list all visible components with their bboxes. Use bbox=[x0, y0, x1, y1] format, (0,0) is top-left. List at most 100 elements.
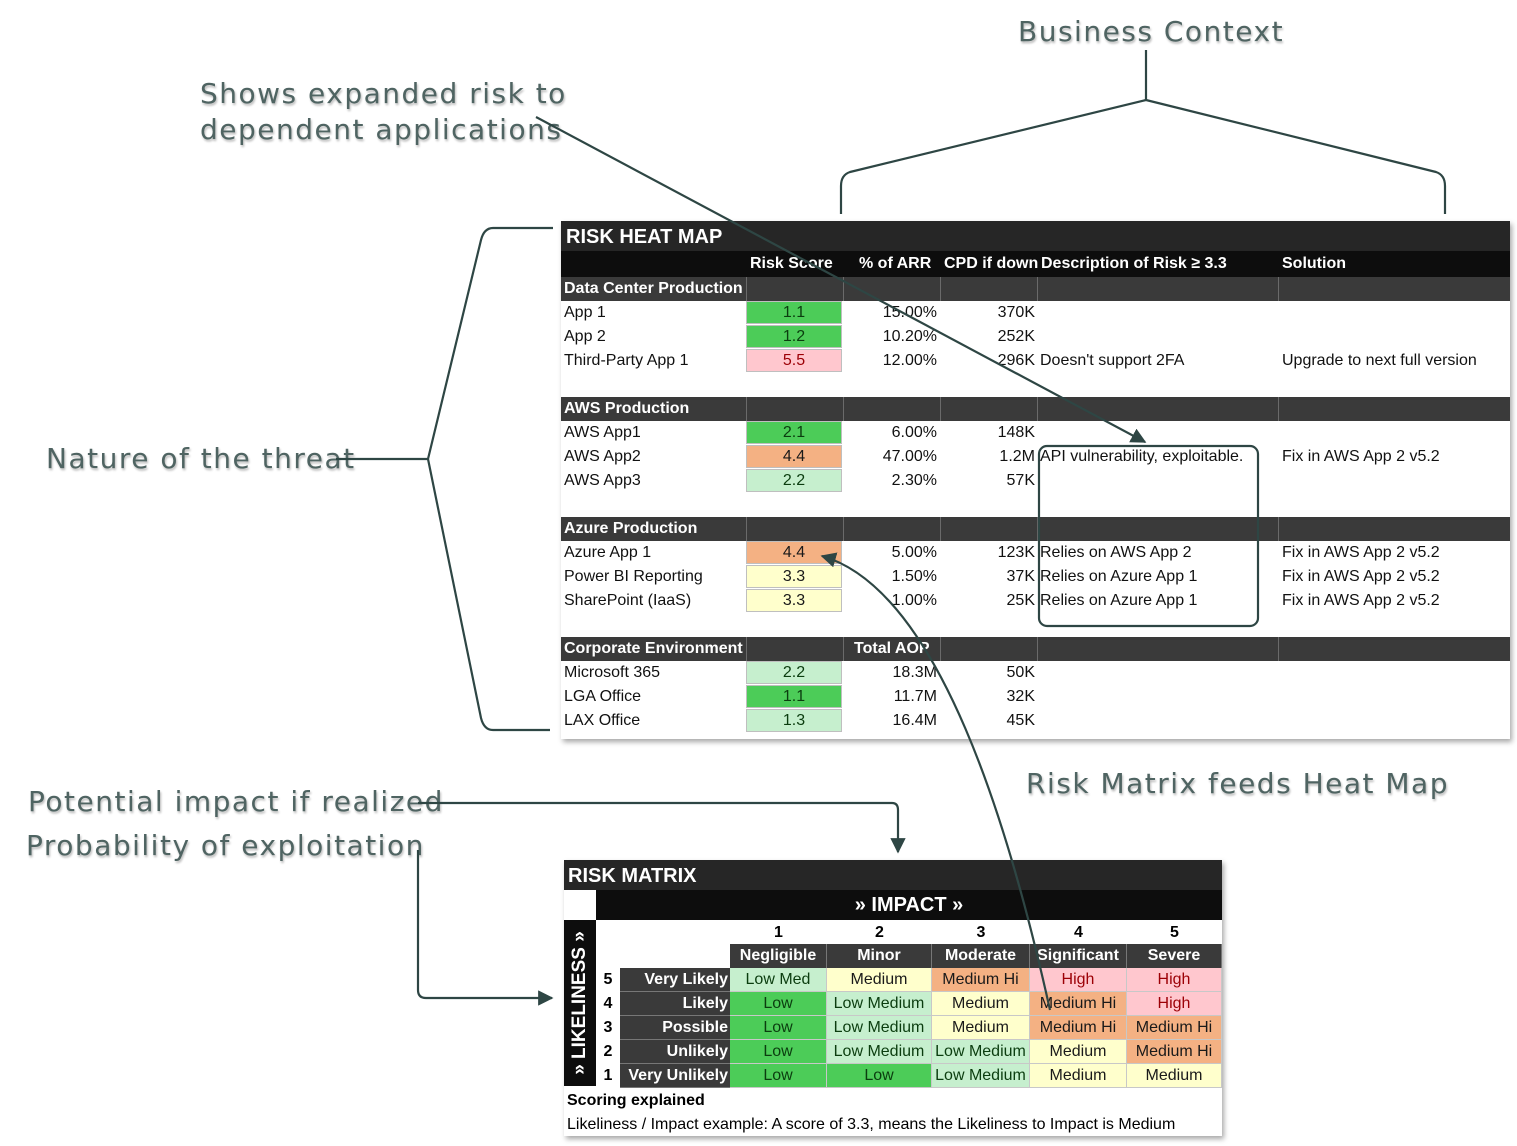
solution-text: Fix in AWS App 2 v5.2 bbox=[1282, 568, 1440, 585]
matrix-cell: Medium bbox=[1030, 1040, 1127, 1064]
app-name: App 2 bbox=[564, 328, 606, 345]
section-divider bbox=[843, 637, 844, 661]
impact-number: 4 bbox=[1074, 924, 1083, 941]
matrix-cell: Low bbox=[730, 1016, 827, 1040]
section-divider bbox=[940, 397, 941, 421]
heat-map-title: RISK HEAT MAP bbox=[561, 221, 1510, 251]
risk-score-cell: 2.2 bbox=[746, 469, 842, 492]
app-name: App 1 bbox=[564, 304, 606, 321]
section-divider bbox=[746, 277, 747, 301]
impact-number: 3 bbox=[976, 924, 986, 941]
app-name: LGA Office bbox=[564, 688, 642, 705]
cpd-value: 57K bbox=[1006, 472, 1035, 489]
arr-value: 10.20% bbox=[882, 328, 937, 345]
cpd-value: 45K bbox=[1006, 712, 1035, 729]
impact-number: 5 bbox=[1170, 924, 1179, 941]
impact-number: 1 bbox=[774, 924, 783, 941]
risk-score-cell: 1.1 bbox=[746, 685, 842, 708]
likeliness-number: 5 bbox=[603, 971, 613, 988]
section-divider bbox=[746, 517, 747, 541]
potential-impact-arrow bbox=[418, 801, 906, 854]
risk-description: Relies on Azure App 1 bbox=[1040, 592, 1198, 609]
matrix-cell: Medium bbox=[1030, 1064, 1127, 1088]
impact-level-header: Severe bbox=[1127, 944, 1222, 968]
app-name: Third-Party App 1 bbox=[564, 352, 689, 369]
cpd-value: 32K bbox=[1006, 688, 1035, 705]
app-name: SharePoint (IaaS) bbox=[564, 592, 692, 609]
risk-score-cell: 1.2 bbox=[746, 325, 842, 348]
cpd-value: 1.2M bbox=[999, 448, 1035, 465]
matrix-cell: Medium Hi bbox=[1127, 1016, 1222, 1040]
risk-score-cell: 1.1 bbox=[746, 301, 842, 324]
risk-description: API vulnerability, exploitable. bbox=[1040, 448, 1244, 465]
likeliness-axis-bar: » LIKELINESS » bbox=[564, 920, 596, 1086]
risk-score-cell: 4.4 bbox=[746, 541, 842, 564]
risk-score-cell: 2.2 bbox=[746, 661, 842, 684]
cpd-value: 37K bbox=[1006, 568, 1035, 585]
arr-value: 2.30% bbox=[891, 472, 937, 489]
arr-value: 1.00% bbox=[891, 592, 937, 609]
likeliness-level-header: Unlikely bbox=[620, 1040, 730, 1064]
table-row: LGA Office 1.1 11.7M 32K bbox=[561, 685, 1510, 709]
risk-score-cell: 3.3 bbox=[746, 565, 842, 588]
section-divider bbox=[1278, 517, 1279, 541]
section-header: Data Center Production bbox=[561, 277, 1510, 301]
section-divider bbox=[1037, 517, 1038, 541]
nature-of-threat-label: Nature of the threat bbox=[46, 442, 356, 475]
section-divider bbox=[1037, 277, 1038, 301]
arr-value: 11.7M bbox=[893, 688, 937, 705]
business-context-brace bbox=[839, 50, 1447, 214]
risk-matrix-title: RISK MATRIX bbox=[564, 860, 1222, 890]
header-description: Description of Risk ≥ 3.3 bbox=[1041, 255, 1227, 272]
cpd-value: 50K bbox=[1006, 664, 1035, 681]
matrix-cell: Medium Hi bbox=[1030, 1016, 1127, 1040]
matrix-cell: Low bbox=[827, 1064, 932, 1088]
matrix-cell: Low Medium bbox=[932, 1040, 1030, 1064]
section-divider bbox=[843, 517, 844, 541]
section-divider bbox=[1278, 637, 1279, 661]
likeliness-level-header: Very Unlikely bbox=[620, 1064, 730, 1088]
solution-text: Fix in AWS App 2 v5.2 bbox=[1282, 448, 1440, 465]
risk-description: Relies on Azure App 1 bbox=[1040, 568, 1198, 585]
matrix-cell: High bbox=[1030, 968, 1127, 992]
arr-value: 16.4M bbox=[892, 712, 937, 729]
section-header: AWS Production bbox=[561, 397, 1510, 421]
cpd-value: 252K bbox=[997, 328, 1035, 345]
matrix-cell: Low Med bbox=[730, 968, 827, 992]
matrix-cell: Medium Hi bbox=[1030, 992, 1127, 1016]
arr-value: 5.00% bbox=[891, 544, 937, 561]
risk-heat-map: RISK HEAT MAP Risk Score % of ARR CPD if… bbox=[561, 221, 1510, 739]
app-name: Power BI Reporting bbox=[564, 568, 703, 585]
solution-text: Fix in AWS App 2 v5.2 bbox=[1282, 592, 1440, 609]
impact-level-header: Significant bbox=[1030, 944, 1127, 968]
section-divider bbox=[940, 517, 941, 541]
likeliness-number: 3 bbox=[603, 1019, 613, 1036]
probability-arrow bbox=[416, 850, 554, 1006]
cpd-value: 296K bbox=[997, 352, 1035, 369]
app-name: Azure App 1 bbox=[564, 544, 652, 561]
header-arr: % of ARR bbox=[859, 255, 932, 272]
matrix-cell: Low bbox=[730, 1064, 827, 1088]
section-header: Azure Production bbox=[561, 517, 1510, 541]
impact-level-header: Minor bbox=[827, 944, 932, 968]
matrix-cell: Medium Hi bbox=[1127, 1040, 1222, 1064]
arr-value: 15.00% bbox=[882, 304, 937, 321]
risk-score-cell: 1.3 bbox=[746, 709, 842, 732]
section-label: Data Center Production bbox=[564, 280, 743, 297]
header-cpd: CPD if down bbox=[944, 255, 1039, 272]
likeliness-level-header: Very Likely bbox=[620, 968, 730, 992]
matrix-cell: Low bbox=[730, 992, 827, 1016]
matrix-cell: Low bbox=[730, 1040, 827, 1064]
risk-matrix-feeds-label: Risk Matrix feeds Heat Map bbox=[1026, 767, 1449, 800]
heat-map-header-row: Risk Score % of ARR CPD if down Descript… bbox=[561, 251, 1510, 277]
risk-score-cell: 2.1 bbox=[746, 421, 842, 444]
matrix-cell: Medium bbox=[1127, 1064, 1222, 1088]
impact-axis-label: » IMPACT » bbox=[596, 890, 1222, 920]
matrix-cell: Low Medium bbox=[827, 1040, 932, 1064]
matrix-cell: High bbox=[1127, 968, 1222, 992]
